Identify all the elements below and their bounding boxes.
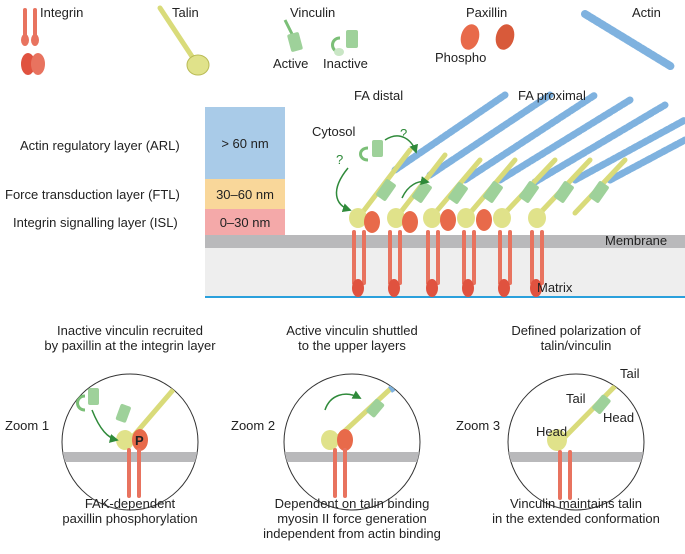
cytosol-label: Cytosol	[312, 124, 356, 139]
zoom1-phospho-marker: P	[135, 433, 144, 448]
zoom3-head-left: Head	[536, 424, 568, 439]
layer-isl-name: Integrin signalling layer (ISL)	[13, 215, 178, 230]
zoom2-title: Active vinculin shuttled to the upper la…	[286, 323, 418, 353]
zoom1-caption: FAK-dependent paxillin phosphorylation	[62, 496, 198, 526]
zoom3-circle	[507, 373, 645, 511]
zoom1-circle	[61, 373, 199, 511]
legend-vinculin-inactive-icon	[331, 30, 358, 56]
zoom3-head-right: Head	[603, 410, 635, 425]
zoom3-tail-mid: Tail	[566, 391, 586, 406]
recruit-arrow	[335, 167, 352, 212]
cytosol-vinculin-icon	[359, 140, 383, 162]
legend-paxillin-phospho-label: Phospho	[435, 50, 487, 65]
paxillin-blobs	[364, 209, 492, 233]
membrane-band	[205, 235, 685, 250]
zoom3-caption: Vinculin maintains talin in the extended…	[492, 496, 660, 526]
matrix-label: Matrix	[537, 280, 573, 295]
actin-filaments	[391, 91, 685, 186]
upper-arrow	[401, 176, 430, 199]
legend-vinculin-active-label: Active	[273, 56, 309, 71]
zoom2-caption: Dependent on talin binding myosin II for…	[263, 496, 441, 541]
zoom3-label: Zoom 3	[456, 418, 501, 433]
layer-arl-range: > 60 nm	[221, 135, 269, 151]
membrane-label: Membrane	[605, 233, 668, 248]
legend-vinculin-label: Vinculin	[290, 5, 336, 20]
layer-arl-name: Actin regulatory layer (ARL)	[20, 138, 180, 153]
arl-box-bg	[205, 107, 285, 179]
zoom2-label: Zoom 2	[231, 418, 276, 433]
question-mark-2: ?	[336, 152, 344, 167]
fa-distal-label: FA distal	[354, 88, 404, 103]
legend-integrin-label: Integrin	[40, 5, 84, 20]
talin-heads	[349, 208, 546, 228]
vinculin-blocks	[376, 179, 609, 204]
ftl-box-bg	[205, 179, 285, 209]
zoom1-label: Zoom 1	[5, 418, 50, 433]
zoom3-title: Defined polarization of talin/vinculin	[511, 323, 641, 353]
legend-vinculin-inactive-label: Inactive	[323, 56, 368, 71]
legend-actin-icon	[581, 10, 676, 71]
legend-paxillin-icon	[460, 24, 515, 50]
zoom1-title: Inactive vinculin recruited by paxillin …	[44, 323, 216, 353]
isl-box-bg	[205, 209, 285, 235]
legend-paxillin-label: Paxillin	[466, 5, 508, 20]
zoom2-circle	[283, 373, 421, 511]
layer-ftl-name: Force transduction layer (FTL)	[5, 187, 180, 202]
matrix-area	[205, 248, 685, 296]
legend-actin-label: Actin	[632, 5, 661, 20]
layer-isl-range: 0–30 nm	[219, 214, 271, 230]
legend-integrin-icon	[21, 8, 45, 75]
zoom3-tail-top: Tail	[620, 366, 640, 381]
legend-talin-label: Talin	[172, 5, 199, 20]
shuttle-arrow	[384, 135, 418, 154]
integrin-stalks	[352, 230, 544, 297]
question-mark-1: ?	[400, 126, 408, 141]
legend-talin-icon	[157, 5, 210, 76]
fa-proximal-label: FA proximal	[518, 88, 586, 103]
layer-ftl-range: 30–60 nm	[216, 186, 274, 202]
legend-vinculin-active-icon	[283, 19, 303, 52]
